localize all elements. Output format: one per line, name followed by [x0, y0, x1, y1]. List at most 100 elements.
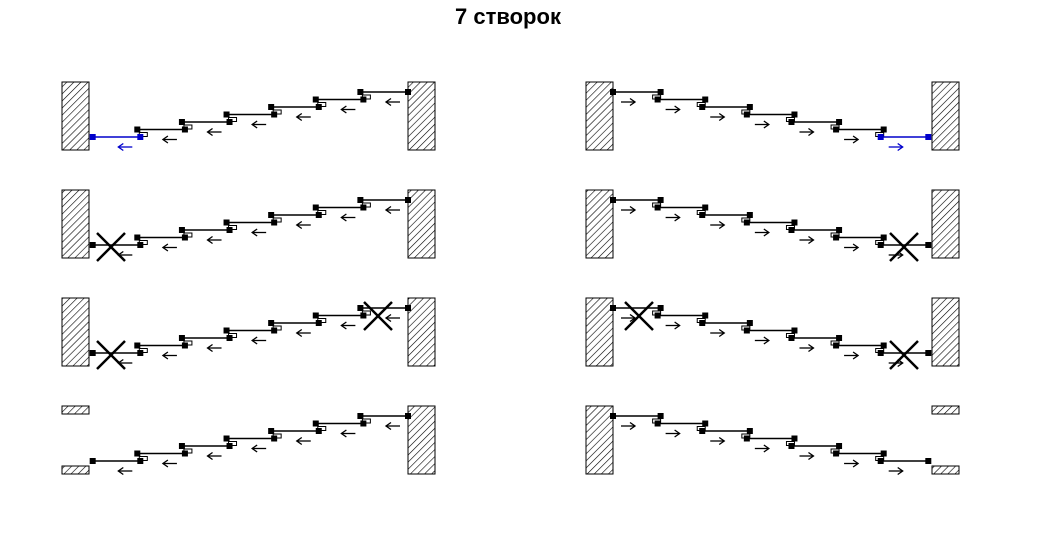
leaf-end-marker: [925, 242, 932, 248]
leaf-end-marker: [271, 219, 278, 226]
leaf-end-marker: [137, 458, 144, 464]
leaf-end-marker: [746, 104, 753, 110]
leaf-end-marker: [181, 450, 188, 457]
leaf-end-marker: [788, 335, 795, 341]
door-leaf: [89, 350, 144, 368]
leaf-end-marker: [271, 435, 278, 442]
direction-arrow-head: [251, 336, 258, 345]
direction-arrow-head: [718, 220, 726, 230]
leaf-end-marker: [271, 327, 278, 334]
direction-arrow-head: [117, 142, 124, 152]
wall-solid: [61, 189, 90, 259]
leaf-end-marker: [702, 420, 709, 427]
leaf-end-marker: [405, 89, 411, 95]
leaf-end-marker: [657, 197, 664, 203]
leaf-end-marker: [657, 413, 664, 419]
leaf-end-marker: [880, 342, 887, 349]
leaf-end-marker: [925, 350, 932, 356]
direction-arrow-head: [251, 444, 258, 453]
fixed-leaf-cross-icon: [889, 340, 919, 370]
direction-arrow-head: [206, 127, 213, 137]
leaf-end-marker: [405, 305, 411, 311]
leaf-end-marker: [877, 458, 884, 464]
leaf-end-marker: [836, 119, 843, 125]
leaf-end-marker: [654, 204, 661, 211]
leaf-end-marker: [357, 89, 364, 95]
diagram-left-3: [61, 297, 436, 370]
leaf-end-marker: [134, 450, 141, 457]
direction-arrow-head: [897, 142, 904, 152]
leaf-end-marker: [137, 350, 144, 356]
leaf-end-marker: [268, 104, 275, 110]
leaf-end-marker: [610, 413, 616, 419]
leaf-end-marker: [699, 428, 706, 434]
diagram-left-4: [61, 405, 436, 476]
direction-arrow-head: [340, 429, 347, 438]
direction-arrow-head: [340, 105, 347, 114]
direction-arrow-head: [295, 112, 303, 122]
leaf-end-marker: [654, 96, 661, 103]
leaf-end-marker: [702, 312, 709, 319]
leaf-end-marker: [360, 204, 367, 211]
leaf-end-marker: [226, 119, 233, 125]
leaf-end-marker: [134, 342, 141, 349]
leaf-end-marker: [315, 428, 322, 434]
leaf-end-marker: [134, 234, 141, 241]
leaf-end-marker: [702, 204, 709, 211]
wall-solid: [585, 405, 614, 475]
leaf-end-marker: [610, 89, 616, 95]
wall-solid: [407, 189, 436, 259]
leaf-end-marker: [223, 327, 230, 334]
leaf-end-marker: [315, 212, 322, 218]
direction-arrow-head: [161, 135, 169, 144]
diagram-right-2: [585, 189, 960, 262]
direction-arrow-head: [384, 313, 392, 323]
diagram-right-1: [585, 81, 960, 152]
wall-opening-bottom: [61, 465, 90, 475]
direction-arrow-head: [674, 429, 681, 438]
wall-solid: [407, 405, 436, 475]
leaf-end-marker: [223, 435, 230, 442]
leaf-end-marker: [223, 111, 230, 118]
direction-arrow-head: [340, 321, 347, 330]
direction-arrow-head: [808, 235, 815, 245]
diagram-right-4: [585, 405, 960, 476]
leaf-end-marker: [315, 320, 322, 326]
leaf-end-marker: [181, 342, 188, 349]
leaf-end-marker: [788, 227, 795, 233]
page-title: 7 створок: [455, 4, 561, 29]
direction-arrow-head: [295, 220, 303, 230]
leaf-end-marker: [357, 197, 364, 203]
direction-arrow-head: [629, 205, 637, 215]
fixed-leaf-cross-icon: [624, 301, 654, 331]
leaf-end-marker: [268, 428, 275, 434]
leaf-end-marker: [89, 242, 96, 248]
leaf-end-marker: [178, 227, 185, 233]
direction-arrow-head: [718, 328, 726, 338]
direction-arrow-head: [206, 451, 213, 461]
leaf-end-marker: [89, 350, 96, 356]
direction-arrow-head: [384, 205, 392, 215]
leaf-end-marker: [743, 111, 750, 118]
leaf-end-marker: [181, 126, 188, 133]
direction-arrow-head: [629, 313, 637, 323]
leaf-end-marker: [181, 234, 188, 241]
direction-arrow-head: [251, 120, 258, 129]
direction-arrow-head: [808, 343, 815, 353]
direction-arrow-head: [674, 321, 681, 330]
wall-opening-bottom: [931, 465, 960, 475]
leaf-end-marker: [405, 197, 411, 203]
leaf-end-marker: [360, 420, 367, 427]
leaf-end-marker: [833, 342, 840, 349]
leaf-end-marker: [405, 413, 411, 419]
leaf-end-marker: [178, 119, 185, 125]
direction-arrow-head: [384, 97, 392, 107]
door-leaf: [877, 242, 932, 260]
leaf-end-marker: [610, 305, 616, 311]
wall-solid: [61, 297, 90, 367]
diagram-left-2: [61, 189, 436, 262]
leaf-end-marker: [357, 413, 364, 419]
direction-arrow-head: [763, 120, 770, 129]
door-leaf: [89, 458, 144, 476]
leaf-end-marker: [89, 458, 96, 464]
